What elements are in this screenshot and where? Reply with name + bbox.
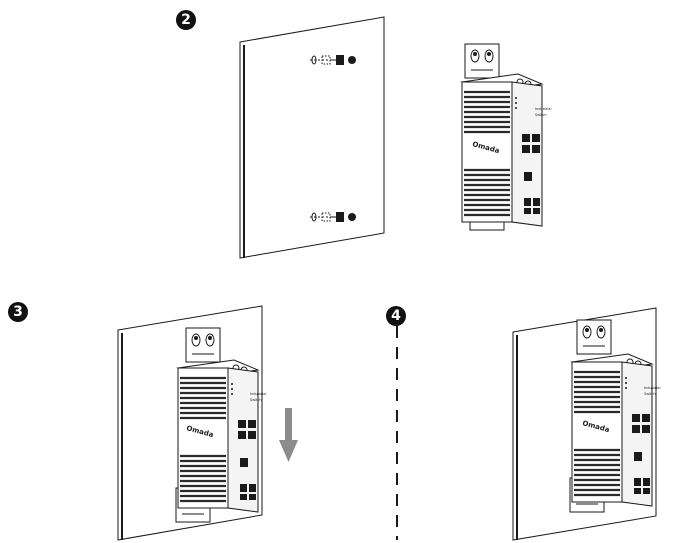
step2-switch xyxy=(460,72,544,228)
step-2-badge: 2 xyxy=(176,10,196,30)
step-3-badge: 3 xyxy=(8,302,28,322)
step3-switch-label-top: Industrial xyxy=(250,392,266,396)
step-4-badge: 4 xyxy=(386,306,406,326)
step4-bracket-top xyxy=(576,319,612,355)
step2-switch-label-bottom: Switch xyxy=(535,113,547,117)
step3-arrow-shaft xyxy=(285,408,292,444)
step-3-number: 3 xyxy=(13,304,23,320)
step4-switch-label-bottom: Switch xyxy=(644,392,656,396)
step-2-number: 2 xyxy=(181,12,191,28)
step3-switch-label-bottom: Switch xyxy=(250,398,262,402)
step3-bracket-top xyxy=(185,327,221,363)
step-4-number: 4 xyxy=(391,308,401,324)
step2-bracket-top xyxy=(464,43,500,79)
step3-switch xyxy=(176,358,260,514)
step2-wall-panel xyxy=(239,16,385,259)
step4-switch-label-top: Industrial xyxy=(644,386,660,390)
step2-switch-label-top: Industrial xyxy=(535,107,551,111)
step3-arrow-head xyxy=(279,440,298,462)
step4-switch xyxy=(570,352,654,508)
